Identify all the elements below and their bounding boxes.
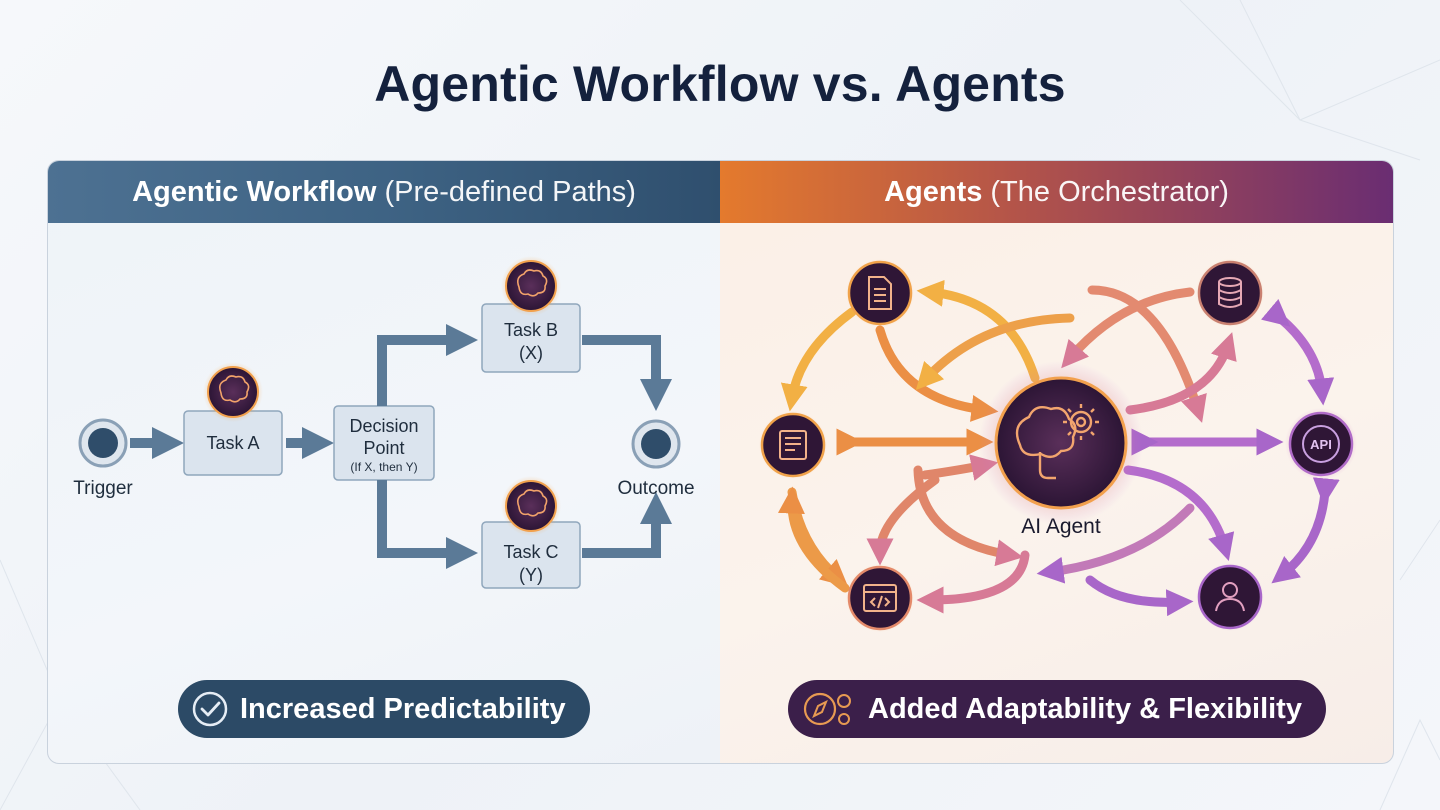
task-a-label: Task A [206,433,260,453]
arrow-code-to-center [920,454,999,481]
arrow-center-to-code [866,475,940,566]
arrow-center-to-code-2 [916,550,1030,614]
arrow-decision-to-task-c [377,480,479,570]
brain-gear-icon [1015,404,1099,480]
document-node [846,259,914,327]
agents-header-light: (The Orchestrator) [990,175,1229,208]
brain-icon [501,476,561,536]
arrow-task-c-to-outcome [582,491,673,558]
arrow-db-to-api [1260,298,1335,406]
compass-gear-icon [803,692,851,726]
api-icon [1302,425,1340,463]
task-b-label-line1: Task B [503,320,559,340]
agentic-workflow-header-strong: Agentic Workflow [132,175,377,208]
agents-header-strong: Agents [884,175,983,208]
arrow-user-to-center [1036,503,1195,584]
agentic-workflow-header-light: (Pre-defined Paths) [384,175,636,208]
ai-agent-node [979,361,1143,525]
arrow-api-to-user [1271,477,1340,584]
arrow-task-b-to-outcome [582,335,673,412]
arrow-center-to-db-2 [1125,332,1237,415]
outcome-label: Outcome [617,478,695,499]
arrow-center-to-list-2 [835,455,985,465]
arrow-db-to-center [1061,287,1195,369]
arrow-center-to-user [1123,465,1235,561]
brain-icon [203,362,263,422]
check-circle-icon [192,691,228,727]
trigger-node [78,418,128,468]
added-adaptability-label: Added Adaptability & Flexibility [868,692,1302,725]
increased-predictability-badge: Increased Predictability [178,680,590,738]
database-icon [1218,277,1242,308]
brain-icon [501,256,561,316]
document-icon [868,276,892,310]
task-b-label-line2: (X) [519,343,543,363]
code-window-node [846,564,914,632]
arrow-code-from-center-3 [913,465,1024,567]
arrow-center-to-db [1087,285,1207,423]
outcome-node [631,419,681,469]
api-label: API [1310,437,1332,452]
decision-label-line2: Point [363,438,405,458]
added-adaptability-badge: Added Adaptability & Flexibility [788,680,1326,738]
agents-header: Agents (The Orchestrator) [720,161,1393,223]
trigger-label: Trigger [73,478,133,499]
task-c-label-line2: (Y) [519,565,543,585]
agentic-workflow-header: Agentic Workflow (Pre-defined Paths) [48,161,720,223]
arrow-center-to-doc-2 [915,313,1075,390]
ai-agent-label: AI Agent [1021,515,1101,538]
page-title: Agentic Workflow vs. Agents [374,56,1066,112]
arrow-doc-to-list [780,307,857,412]
arrow-code-to-list [777,486,850,593]
decision-note: (If X, then Y) [350,460,418,474]
arrow-center-to-doc [916,279,1040,383]
arrow-decision-to-task-b [377,323,479,406]
user-icon [1215,582,1245,612]
increased-predictability-label: Increased Predictability [240,692,566,725]
task-c-label-line1: Task C [503,542,559,562]
api-node [1285,408,1357,480]
arrow-center-to-user-2 [1085,575,1194,617]
decision-label-line1: Decision [349,416,419,436]
code-window-icon [863,584,897,612]
list-icon [779,430,807,460]
